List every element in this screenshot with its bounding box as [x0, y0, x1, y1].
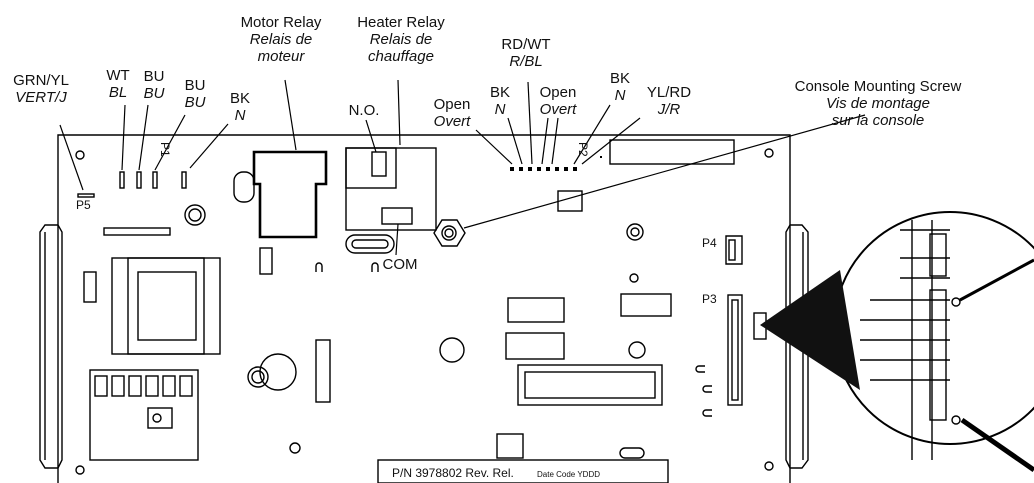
label-bk-1-en: BK — [229, 90, 250, 107]
label-console-screw-fr2: sur la console — [831, 112, 925, 129]
label-open-1: Open Overt — [424, 96, 480, 130]
label-com-text: COM — [382, 256, 418, 273]
board-outline — [57, 134, 791, 483]
label-no: N.O. — [336, 102, 392, 119]
label-rd-wt-fr: R/BL — [509, 53, 543, 70]
label-no-text: N.O. — [348, 102, 380, 119]
label-bu-2-en: BU — [184, 77, 206, 94]
label-yl-rd-fr: J/R — [657, 101, 681, 118]
relay-socket — [89, 369, 199, 461]
label-bk-1-fr: N — [234, 107, 246, 124]
label-p5: P5 — [76, 198, 91, 212]
label-bk-3-fr: N — [614, 87, 626, 104]
label-console-screw-en: Console Mounting Screw — [794, 78, 962, 95]
label-heater-relay-en: Heater Relay — [357, 14, 445, 31]
p3-connector — [727, 294, 743, 406]
heater-relay — [345, 147, 437, 231]
label-wt-en: WT — [106, 67, 130, 84]
label-p2: P2 — [576, 142, 590, 157]
label-bk-1: BK N — [220, 90, 260, 124]
p4-connector — [725, 235, 743, 265]
label-yl-rd: YL/RD J/R — [638, 84, 700, 118]
label-wt-fr: BL — [108, 84, 128, 101]
label-bu-1: BU BU — [134, 68, 174, 102]
label-bk-2-fr: N — [494, 101, 506, 118]
console-mounting-screw — [433, 219, 466, 247]
date-code: Date Code YDDD — [537, 470, 600, 479]
label-com: COM — [372, 256, 428, 273]
label-heater-relay: Heater Relay Relais de chauffage — [346, 14, 456, 65]
label-console-screw: Console Mounting Screw Vis de montage su… — [778, 78, 978, 129]
label-motor-relay-fr2: moteur — [257, 48, 305, 65]
label-console-screw-fr1: Vis de montage — [826, 95, 930, 112]
label-rd-wt-en: RD/WT — [501, 36, 551, 53]
label-p4: P4 — [702, 236, 717, 250]
label-motor-relay-en: Motor Relay — [240, 14, 322, 31]
label-open-2-fr: Overt — [539, 101, 577, 118]
label-grn-yl: GRN/YL VERT/J — [6, 72, 76, 106]
label-grn-yl-en: GRN/YL — [13, 72, 69, 89]
label-motor-relay: Motor Relay Relais de moteur — [226, 14, 336, 65]
label-p1: P1 — [158, 142, 172, 157]
part-number-box — [377, 459, 669, 483]
label-grn-yl-fr: VERT/J — [15, 89, 67, 106]
label-bu-1-fr: BU — [143, 85, 165, 102]
label-bk-3: BK N — [600, 70, 640, 104]
label-heater-relay-fr2: chauffage — [368, 48, 434, 65]
label-p3: P3 — [702, 292, 717, 306]
label-open-1-fr: Overt — [433, 113, 471, 130]
part-number: P/N 3978802 Rev. Rel. — [392, 466, 514, 480]
label-bk-3-en: BK — [609, 70, 630, 87]
label-bk-2: BK N — [480, 84, 520, 118]
magnifier-circle — [833, 211, 1034, 445]
label-open-2: Open Overt — [530, 84, 586, 118]
magnifier-cone — [760, 270, 860, 390]
motor-relay — [252, 150, 328, 239]
label-heater-relay-fr1: Relais de — [369, 31, 433, 48]
label-motor-relay-fr1: Relais de — [249, 31, 313, 48]
label-bk-2-en: BK — [489, 84, 510, 101]
label-wt: WT BL — [98, 67, 138, 101]
label-bu-2: BU BU — [175, 77, 215, 111]
label-rd-wt: RD/WT R/BL — [492, 36, 560, 70]
label-yl-rd-en: YL/RD — [646, 84, 692, 101]
display-block — [517, 364, 663, 406]
left-bracket — [39, 224, 58, 469]
label-bu-1-en: BU — [143, 68, 165, 85]
label-bu-2-fr: BU — [184, 94, 206, 111]
label-open-1-en: Open — [433, 96, 471, 113]
label-open-2-en: Open — [539, 84, 577, 101]
